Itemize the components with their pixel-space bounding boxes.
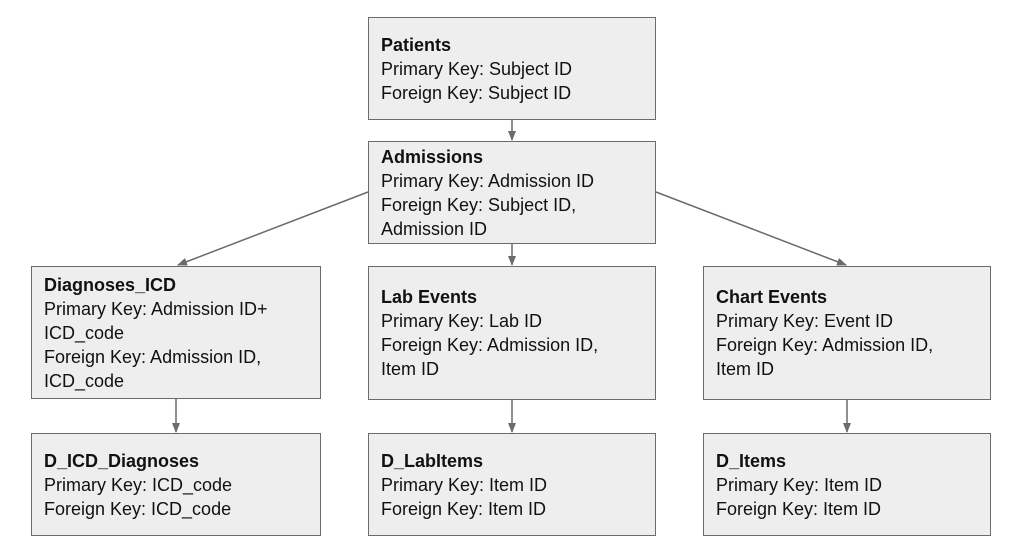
chart-events-table-node: Chart Events Primary Key: Event ID Forei… — [703, 266, 991, 400]
lab-events-table-node: Lab Events Primary Key: Lab ID Foreign K… — [368, 266, 656, 400]
d-icd-diagnoses-foreign-key: Foreign Key: ICD_code — [44, 498, 232, 519]
chart-events-foreign-key-cont: Item ID — [716, 359, 775, 379]
admissions-foreign-key-cont: Admission ID — [381, 218, 488, 239]
d-labitems-title: D_LabItems — [381, 450, 484, 471]
diagnoses-icd-foreign-key: Foreign Key: Admission ID, — [44, 346, 262, 367]
diagnoses-icd-foreign-key-cont: ICD_code — [44, 370, 125, 391]
d-icd-diagnoses-title: D_ICD_Diagnoses — [44, 450, 200, 471]
admissions-table-node: Admissions Primary Key: Admission ID For… — [368, 141, 656, 244]
lab-events-foreign-key-cont: Item ID — [381, 359, 440, 379]
diagnoses-icd-primary-key-cont: ICD_code — [44, 322, 125, 343]
patients-title: Patients — [381, 34, 452, 55]
d-labitems-foreign-key: Foreign Key: Item ID — [381, 498, 547, 519]
d-items-foreign-key: Foreign Key: Item ID — [716, 498, 882, 519]
patients-table-node: Patients Primary Key: Subject ID Foreign… — [368, 17, 656, 120]
patients-primary-key: Primary Key: Subject ID — [381, 58, 573, 79]
d-labitems-primary-key: Primary Key: Item ID — [381, 474, 548, 495]
diagnoses-icd-title: Diagnoses_ICD — [44, 274, 177, 295]
chart-events-title: Chart Events — [716, 287, 828, 307]
d-items-table-node: D_Items Primary Key: Item ID Foreign Key… — [703, 433, 991, 536]
diagnoses-icd-table-node: Diagnoses_ICD Primary Key: Admission ID+… — [31, 266, 321, 399]
lab-events-primary-key: Primary Key: Lab ID — [381, 311, 543, 331]
d-icd-diagnoses-table-node: D_ICD_Diagnoses Primary Key: ICD_code Fo… — [31, 433, 321, 536]
admissions-foreign-key: Foreign Key: Subject ID, — [381, 194, 577, 215]
chart-events-primary-key: Primary Key: Event ID — [716, 311, 894, 331]
patients-foreign-key: Foreign Key: Subject ID — [381, 82, 572, 103]
d-icd-diagnoses-primary-key: Primary Key: ICD_code — [44, 474, 233, 495]
lab-events-title: Lab Events — [381, 287, 478, 307]
d-items-title: D_Items — [716, 450, 787, 471]
diagnoses-icd-primary-key: Primary Key: Admission ID+ — [44, 298, 268, 319]
chart-events-foreign-key: Foreign Key: Admission ID, — [716, 335, 934, 355]
lab-events-foreign-key: Foreign Key: Admission ID, — [381, 335, 599, 355]
admissions-primary-key: Primary Key: Admission ID — [381, 170, 595, 191]
edge-admissions-diagnoses — [177, 191, 369, 266]
admissions-title: Admissions — [381, 146, 484, 167]
d-items-primary-key: Primary Key: Item ID — [716, 474, 883, 495]
edge-admissions-chartevents — [655, 191, 847, 266]
d-labitems-table-node: D_LabItems Primary Key: Item ID Foreign … — [368, 433, 656, 536]
